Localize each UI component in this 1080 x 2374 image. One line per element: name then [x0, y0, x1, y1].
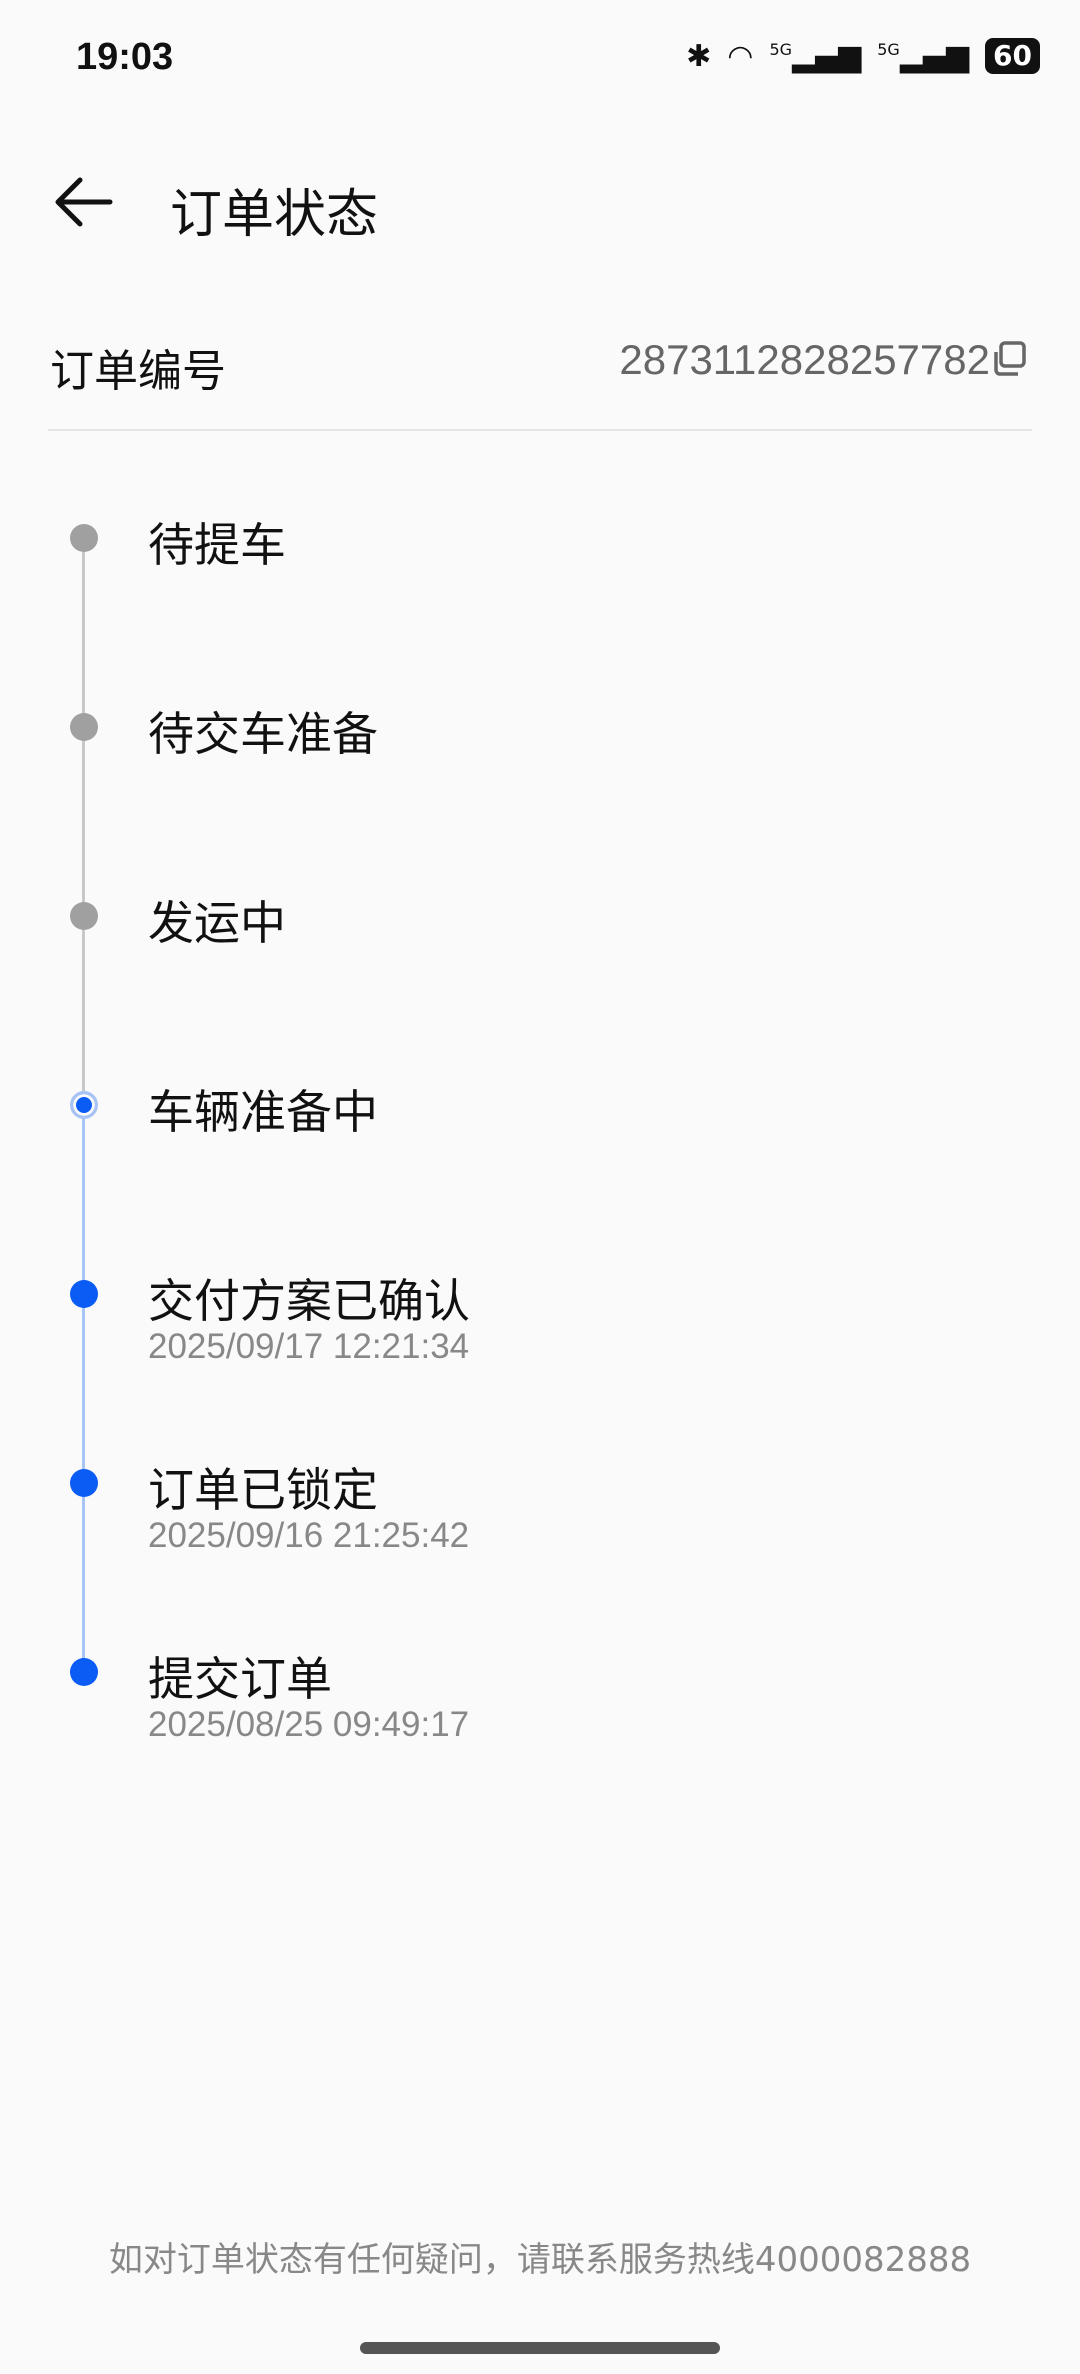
timeline-date: 2025/09/17 12:21:34	[148, 1327, 470, 1366]
timeline-label: 发运中	[148, 896, 286, 950]
bluetooth-icon: ✱	[686, 38, 712, 74]
hotline-note: 如对订单状态有任何疑问，请联系服务热线4000082888	[108, 2240, 972, 2280]
battery-icon: 60	[985, 38, 1040, 74]
timeline-date: 2025/08/25 09:49:17	[148, 1705, 470, 1744]
timeline-dot-pending	[70, 902, 98, 930]
timeline-label: 提交订单	[148, 1652, 332, 1706]
signal-icon: 5G▂▄▆	[769, 38, 862, 74]
timeline-label: 车辆准备中	[148, 1085, 378, 1139]
timeline-dot-done	[70, 1280, 98, 1308]
status-time: 19:03	[76, 36, 174, 78]
timeline-connector	[82, 1483, 85, 1672]
timeline-dot-done	[70, 1469, 98, 1497]
timeline-connector	[82, 1105, 85, 1294]
timeline-connector	[82, 1294, 85, 1483]
signal-icon-2: 5G▂▄▆	[877, 38, 970, 74]
timeline-label: 交付方案已确认	[148, 1274, 470, 1328]
wifi-icon: ◠	[727, 38, 754, 74]
divider	[48, 429, 1032, 431]
order-number-label: 订单编号	[50, 346, 226, 397]
timeline-label: 待提车	[148, 518, 286, 572]
timeline-date: 2025/09/16 21:25:42	[148, 1516, 470, 1555]
timeline-dot-pending	[70, 713, 98, 741]
system-icons: ✱ ◠ 5G▂▄▆ 5G▂▄▆ 60	[686, 38, 1040, 74]
timeline-dot-done	[70, 1658, 98, 1686]
timeline-dot-pending	[70, 524, 98, 552]
home-indicator[interactable]	[360, 2342, 720, 2354]
timeline-connector	[82, 727, 85, 916]
timeline-connector	[82, 916, 85, 1105]
order-number-value: 2873112828257782	[619, 336, 990, 383]
back-arrow-icon[interactable]	[50, 172, 120, 232]
timeline-label: 订单已锁定	[148, 1463, 378, 1517]
copy-icon[interactable]	[990, 340, 1028, 378]
page-title: 订单状态	[170, 185, 379, 245]
timeline-connector	[82, 538, 85, 727]
timeline-label: 待交车准备	[148, 707, 378, 761]
timeline-dot-current	[70, 1091, 98, 1119]
